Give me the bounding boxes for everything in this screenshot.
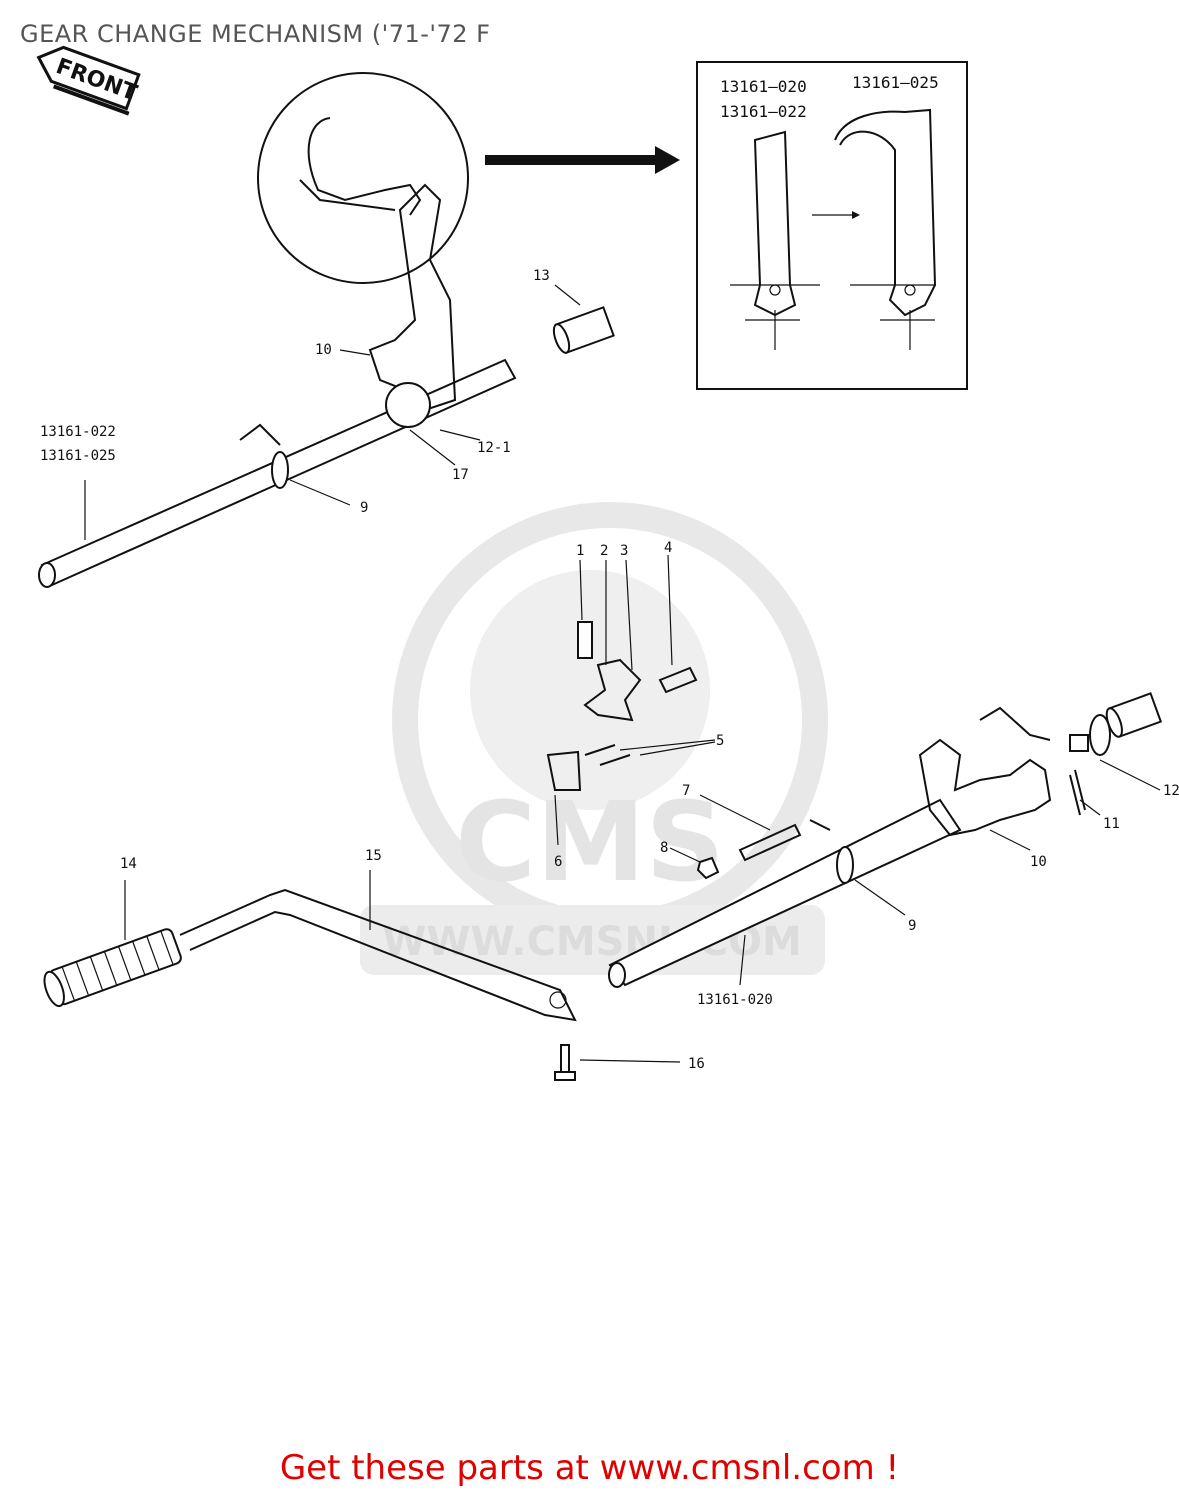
callout-17: 17 [452,467,469,483]
callout-1: 1 [576,543,584,559]
callout-4: 4 [664,540,672,556]
callout-10-top: 10 [315,342,332,358]
small-parts-group [546,554,802,880]
shaft-label-13161-020: 13161-020 [697,992,773,1008]
callout-12: 12 [1163,783,1179,799]
inset-arrow [485,146,680,174]
callout-5: 5 [716,733,724,749]
callout-9-bottom: 9 [908,918,916,934]
callout-11: 11 [1103,816,1120,832]
shaft-label-13161-025: 13161-025 [40,448,116,464]
upper-shaft-assembly [38,183,615,588]
callout-15: 15 [365,848,382,864]
callout-7: 7 [682,783,690,799]
inset-label-13161-020: 13161—020 [720,77,807,96]
detail-circle [257,72,469,284]
callout-6: 6 [554,854,562,870]
lower-shaft-assembly [608,692,1163,988]
callout-8: 8 [660,840,668,856]
callout-3: 3 [620,543,628,559]
inset-label-13161-022: 13161—022 [720,102,807,121]
front-arrow-tag: FRONT [36,45,141,116]
callout-2: 2 [600,543,608,559]
page-title: GEAR CHANGE MECHANISM ('71-'72 F [20,20,491,48]
callout-12-1: 12-1 [477,440,511,456]
parts-diagram: CMS WWW.CMSNL.COM FRONT 13161—020 13161—… [36,45,1179,1081]
callout-10-bottom: 10 [1030,854,1047,870]
shaft-label-13161-022: 13161-022 [40,424,116,440]
collar-right [1105,692,1163,738]
inset-box: 13161—020 13161—022 13161—025 [696,61,968,390]
inset-label-13161-025: 13161—025 [852,73,939,92]
callout-16: 16 [688,1056,705,1072]
shift-pedal-assembly [43,870,577,1022]
callout-9-top: 9 [360,500,368,516]
watermark-logo-text: CMS [455,778,724,906]
callout-14: 14 [120,856,137,872]
footer-cta-link[interactable]: Get these parts at www.cmsnl.com ! [279,1448,900,1488]
callout-13-top: 13 [533,268,550,284]
collar-13 [552,306,615,354]
bolt-16 [554,1044,681,1081]
